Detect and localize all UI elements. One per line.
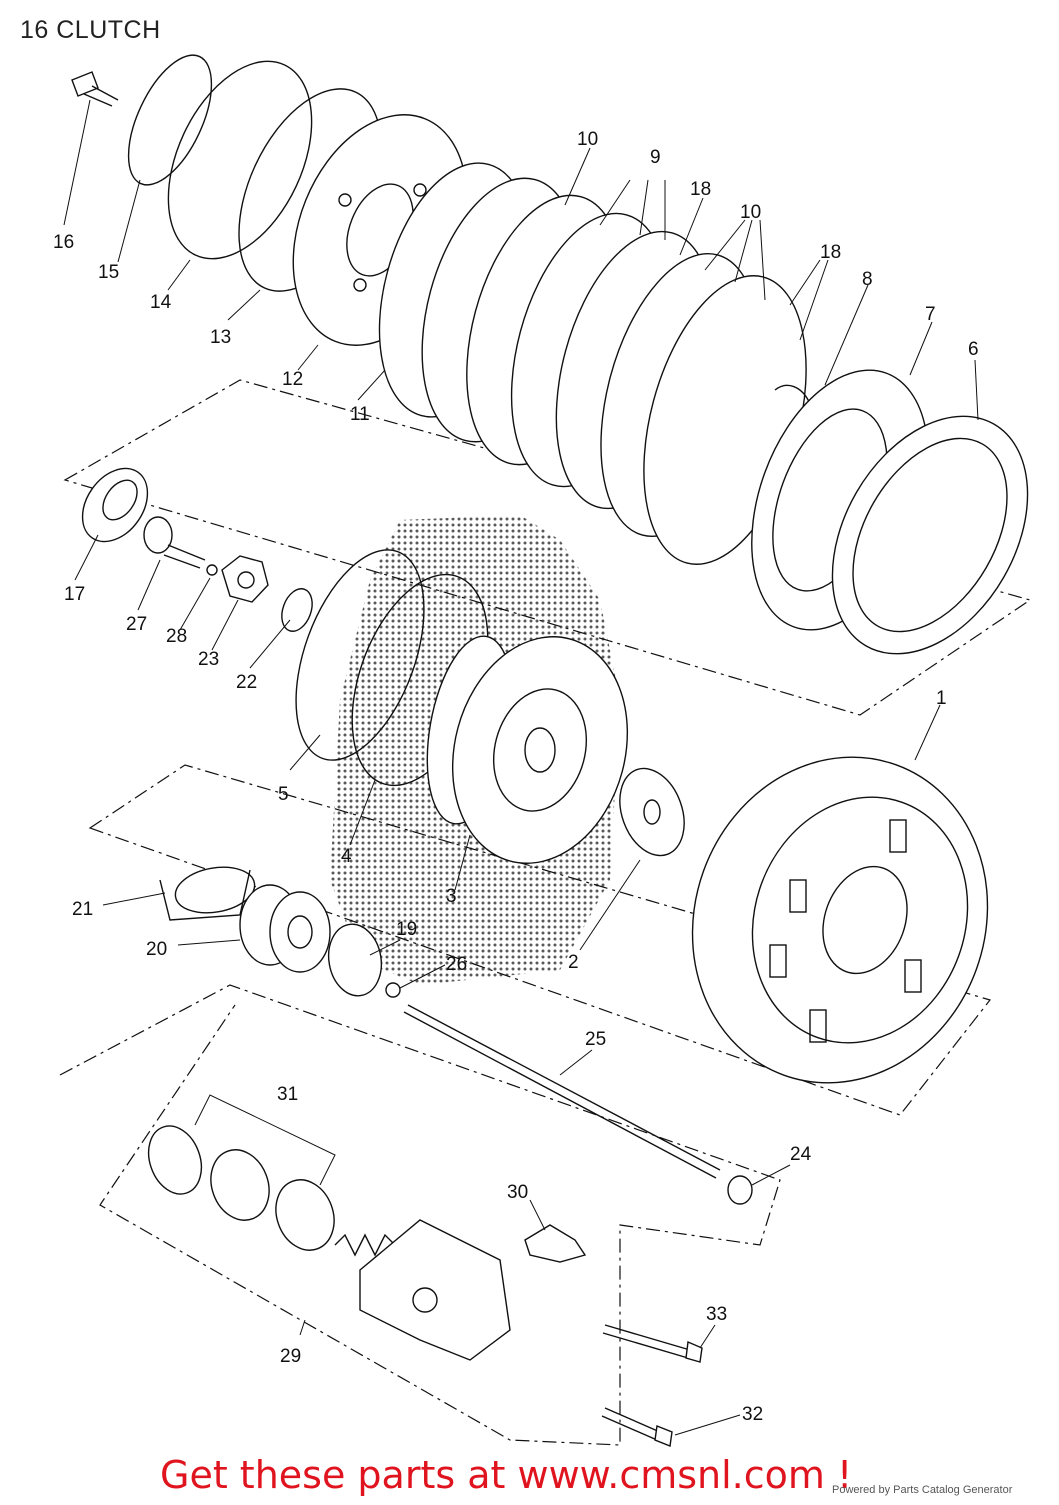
callout-labels: 1 2 3 4 5 6 7 8 9 10 10 11 12 13 14 15 1… bbox=[53, 129, 979, 1425]
callout-6: 6 bbox=[968, 339, 979, 360]
callout-30: 30 bbox=[507, 1182, 528, 1203]
callout-10b: 10 bbox=[740, 202, 761, 223]
callout-20: 20 bbox=[146, 939, 167, 960]
page-title: 16 CLUTCH bbox=[20, 16, 161, 44]
part-16-bolt bbox=[71, 71, 119, 107]
callout-26: 26 bbox=[446, 954, 467, 975]
callout-28: 28 bbox=[166, 626, 187, 647]
callout-1: 1 bbox=[936, 688, 947, 709]
leader-lines bbox=[63, 99, 979, 1436]
part-19-washer bbox=[327, 923, 383, 997]
callout-33: 33 bbox=[706, 1304, 727, 1325]
callout-4: 4 bbox=[341, 846, 352, 867]
part-31-piston-kit bbox=[147, 1094, 336, 1251]
callout-5: 5 bbox=[278, 784, 289, 805]
callout-9: 9 bbox=[650, 147, 661, 168]
section-outline-bottom bbox=[59, 984, 781, 1446]
part-20-spacer bbox=[239, 884, 331, 973]
callout-8: 8 bbox=[862, 269, 873, 290]
callout-22: 22 bbox=[236, 672, 257, 693]
callout-13: 13 bbox=[210, 327, 231, 348]
part-21-needle-bearing bbox=[159, 866, 256, 921]
part-30-bleed-screw bbox=[524, 1224, 587, 1263]
callout-15: 15 bbox=[98, 262, 119, 283]
part-28-ball bbox=[206, 564, 218, 576]
callout-11: 11 bbox=[350, 404, 370, 425]
part-5-ring bbox=[295, 549, 425, 761]
callout-23: 23 bbox=[198, 649, 219, 670]
clutch-plate-stack bbox=[378, 162, 807, 565]
callout-32: 32 bbox=[742, 1404, 763, 1425]
spring bbox=[334, 1233, 394, 1257]
callout-10a: 10 bbox=[577, 129, 598, 150]
callout-18a: 18 bbox=[690, 179, 711, 200]
part-1-primary-driven-gear bbox=[691, 756, 989, 1084]
callout-19: 19 bbox=[396, 919, 417, 940]
part-6-friction-plate bbox=[831, 415, 1029, 655]
callout-18b: 18 bbox=[820, 242, 841, 263]
part-15-plate bbox=[127, 54, 213, 186]
section-outline-middle bbox=[88, 764, 992, 1116]
part-23-nut bbox=[221, 555, 269, 603]
callout-12: 12 bbox=[282, 369, 303, 390]
callout-3: 3 bbox=[446, 886, 457, 907]
part-3-clutch-boss bbox=[426, 635, 629, 864]
part-25-push-rod bbox=[403, 1004, 721, 1179]
part-26-ball bbox=[385, 982, 401, 998]
callout-25: 25 bbox=[585, 1029, 606, 1050]
part-27-push-piece bbox=[143, 516, 206, 569]
part-17-bearing bbox=[81, 467, 149, 543]
part-24-oil-seal bbox=[727, 1175, 753, 1205]
part-29-release-cylinder bbox=[359, 1219, 511, 1361]
part-14-spring-plate bbox=[167, 60, 313, 260]
callout-7: 7 bbox=[925, 304, 936, 325]
callout-17: 17 bbox=[64, 584, 85, 605]
callout-16: 16 bbox=[53, 232, 74, 253]
part-32-bolt bbox=[601, 1407, 673, 1447]
callout-31: 31 bbox=[277, 1084, 298, 1105]
callout-14: 14 bbox=[150, 292, 172, 313]
part-33-bolt bbox=[602, 1324, 703, 1363]
powered-by-note: Powered by Parts Catalog Generator bbox=[832, 1484, 1013, 1496]
callout-2: 2 bbox=[568, 952, 579, 973]
callout-29: 29 bbox=[280, 1346, 301, 1367]
callout-24: 24 bbox=[790, 1144, 812, 1165]
promo-link[interactable]: Get these parts at www.cmsnl.com ! bbox=[160, 1453, 853, 1497]
part-2-thrust-washer bbox=[619, 767, 685, 857]
callout-27: 27 bbox=[126, 614, 147, 635]
callout-21: 21 bbox=[72, 899, 93, 920]
